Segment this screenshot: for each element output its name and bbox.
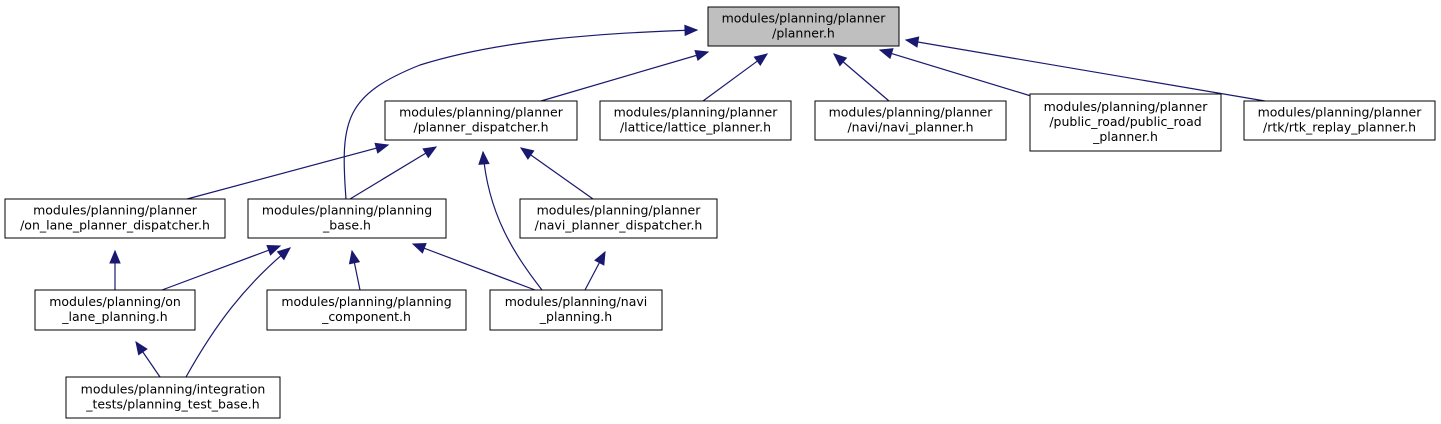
node-label-line: modules/planning/navi	[505, 294, 647, 309]
node-label-line: _planner.h	[1092, 129, 1158, 144]
node-box	[34, 289, 196, 331]
node-label-line: /navi/navi_planner.h	[847, 120, 973, 135]
edge-16-arrowhead	[135, 340, 148, 356]
node-label-line: modules/planning/planner	[1258, 105, 1423, 120]
node-box	[814, 100, 1007, 141]
node-planner-dispatcher[interactable]: modules/planning/planner/planner_dispatc…	[384, 100, 578, 141]
node-label-line: /on_lane_planner_dispatcher.h	[20, 218, 210, 233]
node-label-line: modules/planning/planner	[829, 105, 994, 120]
edge-navi-planning-to-planning-base	[412, 243, 536, 291]
node-planning-test-base[interactable]: modules/planning/integration_tests/plann…	[65, 376, 281, 419]
edge-3-arrowhead	[878, 48, 894, 60]
node-planning-base[interactable]: modules/planning/planning_base.h	[247, 198, 447, 239]
edge-planner-dispatcher-to-planner	[540, 51, 709, 102]
node-label-line: modules/planning/on	[49, 294, 181, 309]
node-label-line: /rtk/rtk_replay_planner.h	[1263, 120, 1416, 135]
edge-7-arrowhead	[422, 146, 438, 159]
node-label-line: modules/planning/planner	[33, 203, 198, 218]
node-label-line: _base.h	[322, 218, 371, 233]
edge-8-arrowhead	[519, 147, 535, 160]
node-on-lane-planning[interactable]: modules/planning/on_lane_planning.h	[34, 289, 196, 331]
node-label-line: modules/planning/planner	[614, 105, 779, 120]
node-box	[519, 198, 718, 239]
node-label-line: /planner_dispatcher.h	[414, 120, 549, 135]
edge-14-arrowhead	[276, 247, 292, 261]
node-label-line: /public_road/public_road	[1049, 114, 1201, 129]
edge-5-arrowhead	[684, 24, 699, 37]
edge-on-lane-planner-dispatcher-to-planner-dispatcher	[186, 144, 389, 200]
node-box	[707, 6, 900, 47]
edge-4-arrowhead	[904, 36, 920, 48]
edge-navi-planner-dispatcher-to-planner-dispatcher	[520, 147, 594, 200]
node-box	[1029, 93, 1222, 152]
node-label-line: modules/planning/integration	[81, 382, 266, 397]
node-label-line: modules/planning/planning	[281, 294, 451, 309]
edge-15-arrowhead	[594, 250, 606, 266]
node-box	[384, 100, 578, 141]
edge-rtk-replay-planner-to-planner	[905, 39, 1266, 102]
node-planner[interactable]: modules/planning/planner/planner.h	[707, 6, 900, 47]
node-box	[1243, 100, 1436, 141]
edge-public-road-planner-to-planner	[879, 49, 1032, 97]
node-label-line: modules/planning/planner	[537, 203, 702, 218]
node-label-line: modules/planning/planner	[1044, 99, 1209, 114]
node-label-line: _planning.h	[539, 309, 612, 324]
node-box	[489, 289, 663, 331]
node-label-line: /planner.h	[772, 26, 835, 41]
node-label-line: _lane_planning.h	[61, 309, 167, 324]
edge-10-arrowhead	[109, 249, 121, 264]
node-navi-planner-dispatcher[interactable]: modules/planning/planner/navi_planner_di…	[519, 198, 718, 239]
node-box	[4, 198, 226, 239]
edge-navi-planning-to-planner-dispatcher	[482, 151, 543, 291]
node-box	[266, 289, 467, 331]
node-box	[599, 100, 792, 141]
node-label-line: modules/planning/planning	[262, 203, 432, 218]
edge-6-arrowhead	[374, 142, 390, 154]
node-label-line: /lattice/lattice_planner.h	[620, 120, 771, 135]
edge-13-arrowhead	[411, 243, 427, 254]
node-lattice-planner[interactable]: modules/planning/planner/lattice/lattice…	[599, 100, 792, 141]
nodes-layer: modules/planning/planner/planner.hmodule…	[4, 6, 1436, 419]
node-rtk-replay-planner[interactable]: modules/planning/planner/rtk/rtk_replay_…	[1243, 100, 1436, 141]
node-on-lane-planner-dispatcher[interactable]: modules/planning/planner/on_lane_planner…	[4, 198, 226, 239]
node-box	[247, 198, 447, 239]
node-navi-planning[interactable]: modules/planning/navi_planning.h	[489, 289, 663, 331]
node-label-line: _component.h	[321, 309, 411, 324]
node-label-line: _tests/planning_test_base.h	[85, 397, 259, 412]
edge-11-arrowhead	[266, 244, 282, 256]
edge-planning-base-to-planner-dispatcher	[349, 146, 437, 200]
node-label-line: /navi_planner_dispatcher.h	[535, 218, 703, 233]
node-box	[65, 376, 281, 419]
node-label-line: modules/planning/planner	[722, 11, 887, 26]
edge-planning-base-to-planner	[343, 29, 698, 200]
edges-layer	[109, 24, 1266, 378]
edge-1-arrowhead	[753, 53, 769, 67]
node-navi-planner[interactable]: modules/planning/planner/navi/navi_plann…	[814, 100, 1007, 141]
edge-12-arrowhead	[348, 249, 361, 265]
node-planning-component[interactable]: modules/planning/planning_component.h	[266, 289, 467, 331]
node-label-line: modules/planning/planner	[399, 105, 564, 120]
edge-lattice-planner-to-planner	[702, 53, 768, 102]
edge-0-arrowhead	[694, 50, 710, 62]
edge-9-arrowhead	[478, 150, 490, 165]
edge-2-arrowhead	[833, 53, 848, 67]
edge-on-lane-planning-to-planning-base	[161, 245, 281, 291]
edge-planning-test-base-to-planning-base	[185, 247, 291, 378]
node-public-road-planner[interactable]: modules/planning/planner/public_road/pub…	[1029, 93, 1222, 152]
